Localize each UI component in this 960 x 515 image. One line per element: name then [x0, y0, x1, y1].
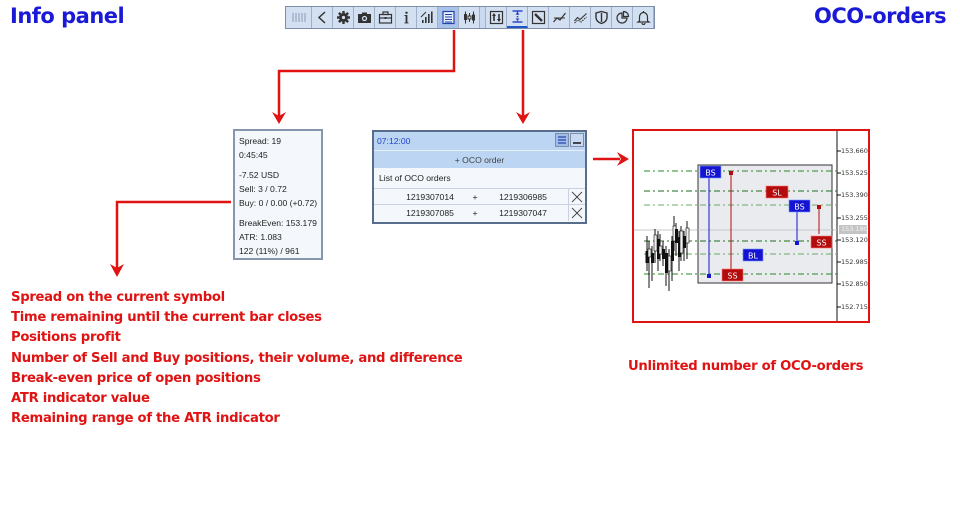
oco-range-icon: [512, 10, 522, 23]
trade-button[interactable]: [486, 7, 507, 28]
current-price-label: 153.180: [841, 225, 868, 233]
order-tag-ss[interactable]: SS: [816, 239, 826, 248]
grip-icon: [292, 13, 306, 22]
profit-value: -7.52 USD: [239, 170, 280, 180]
trend-button[interactable]: [549, 7, 570, 28]
oco-time: 07:12:00: [377, 136, 411, 146]
price-axis-label: 152.985: [841, 258, 868, 266]
description-spread: Spread on the current symbol: [11, 290, 225, 305]
price-axis-label: 153.660: [841, 147, 868, 155]
delete-oco-button[interactable]: [568, 204, 585, 221]
menu-icon: [558, 136, 566, 144]
bars-chart-icon: [420, 11, 433, 23]
atr-range-value: 122 (11%) / 961: [239, 246, 300, 256]
oco-order-a: 1219307085: [406, 207, 454, 218]
bell-icon: [635, 11, 651, 25]
price-axis-label: 152.850: [841, 280, 868, 288]
description-atr: ATR indicator value: [11, 391, 150, 407]
add-oco-order-button[interactable]: + OCO order: [374, 150, 585, 168]
portfolio-button[interactable]: [375, 7, 396, 28]
gear-icon: [336, 11, 350, 24]
candles-icon: [463, 11, 475, 24]
oco-order-b: 1219306985: [499, 191, 547, 202]
price-axis-label: 153.390: [841, 191, 868, 199]
info-panel: Spread: 19 0:45:45 -7.52 USD Sell: 3 / 0…: [233, 129, 323, 260]
order-tag-bs[interactable]: BS: [705, 169, 715, 178]
trend-line-icon: [552, 12, 566, 23]
spread-value: Spread: 19: [239, 136, 282, 146]
order-tag-sl[interactable]: SL: [772, 189, 782, 198]
description-breakeven: Break-even price of open positions: [11, 370, 261, 386]
price-chart-canvas[interactable]: BS SS SL BS SS BL: [634, 131, 868, 321]
close-icon: [571, 191, 583, 202]
order-tag-bl[interactable]: BL: [748, 252, 758, 261]
delete-oco-button[interactable]: [568, 188, 585, 205]
chevron-left-icon: [317, 11, 326, 24]
description-positions: Number of Sell and Buy positions, their …: [11, 350, 463, 366]
breakeven-value: BreakEven: 153.179: [239, 218, 317, 228]
info-panel-descriptions: Spread on the current symbol Time remain…: [11, 288, 463, 429]
info-icon: [404, 11, 408, 24]
draw-button[interactable]: [528, 7, 549, 28]
oco-chart: BS SS SL BS SS BL 153.660 153.525 153.39…: [632, 129, 870, 323]
oco-orders-heading: OCO-orders: [814, 4, 947, 28]
oco-panel-header[interactable]: 07:12:00: [374, 132, 585, 150]
oco-order-b: 1219307047: [499, 207, 547, 218]
info-panel-button[interactable]: [438, 7, 459, 28]
price-axis-label: 152.715: [841, 303, 868, 311]
settings-button[interactable]: [333, 7, 354, 28]
oco-list-row: 1219307014 + 1219306985: [374, 188, 585, 205]
shield-icon: [594, 10, 608, 25]
price-axis-label: 153.120: [841, 236, 868, 244]
camera-icon: [357, 12, 371, 23]
buy-positions-value: Buy: 0 / 0.00 (+0.72): [239, 198, 318, 208]
minimize-icon: [573, 142, 581, 144]
toolbar-grip[interactable]: [286, 7, 312, 28]
wave-button[interactable]: [570, 7, 591, 28]
bar-timer-value: 0:45:45: [239, 150, 268, 160]
briefcase-icon: [378, 11, 392, 24]
toolbar: [285, 6, 655, 29]
candles-button[interactable]: [459, 7, 480, 28]
pie-chart-icon: [615, 10, 629, 24]
alerts-button[interactable]: [633, 7, 654, 28]
oco-order-a: 1219307014: [406, 191, 454, 202]
stats-button[interactable]: [612, 7, 633, 28]
oco-caption: Unlimited number of OCO-orders: [628, 359, 864, 374]
info-button[interactable]: [396, 7, 417, 28]
description-atr-range: Remaining range of the ATR indicator: [11, 411, 280, 427]
oco-button[interactable]: [507, 7, 528, 28]
oco-menu-button[interactable]: [555, 133, 569, 147]
trade-arrows-icon: [489, 10, 503, 25]
protect-button[interactable]: [591, 7, 612, 28]
wave-lines-icon: [573, 13, 587, 24]
oco-pair-separator: +: [472, 191, 478, 202]
description-profit: Positions profit: [11, 330, 121, 346]
price-axis-label: 153.255: [841, 214, 868, 222]
list-panel-icon: [441, 10, 455, 25]
description-timer: Time remaining until the current bar clo…: [11, 310, 322, 326]
oco-list-title: List of OCO orders: [374, 168, 585, 188]
info-panel-heading: Info panel: [10, 4, 125, 28]
atr-value: ATR: 1.083: [239, 232, 282, 242]
pencil-icon: [531, 10, 545, 25]
screenshot-button[interactable]: [354, 7, 375, 28]
oco-pair-separator: +: [472, 207, 478, 218]
price-axis-label: 153.525: [841, 169, 868, 177]
order-tag-ss[interactable]: SS: [727, 272, 737, 281]
oco-minimize-button[interactable]: [570, 133, 584, 147]
order-tag-bs[interactable]: BS: [794, 203, 804, 212]
sell-positions-value: Sell: 3 / 0.72: [239, 184, 287, 194]
signal-button[interactable]: [417, 7, 438, 28]
close-icon: [571, 207, 583, 218]
oco-panel: 07:12:00 + OCO order List of OCO orders …: [372, 130, 587, 224]
oco-list-row: 1219307085 + 1219307047: [374, 204, 585, 221]
collapse-button[interactable]: [312, 7, 333, 28]
toolbar-separator: [480, 7, 486, 28]
